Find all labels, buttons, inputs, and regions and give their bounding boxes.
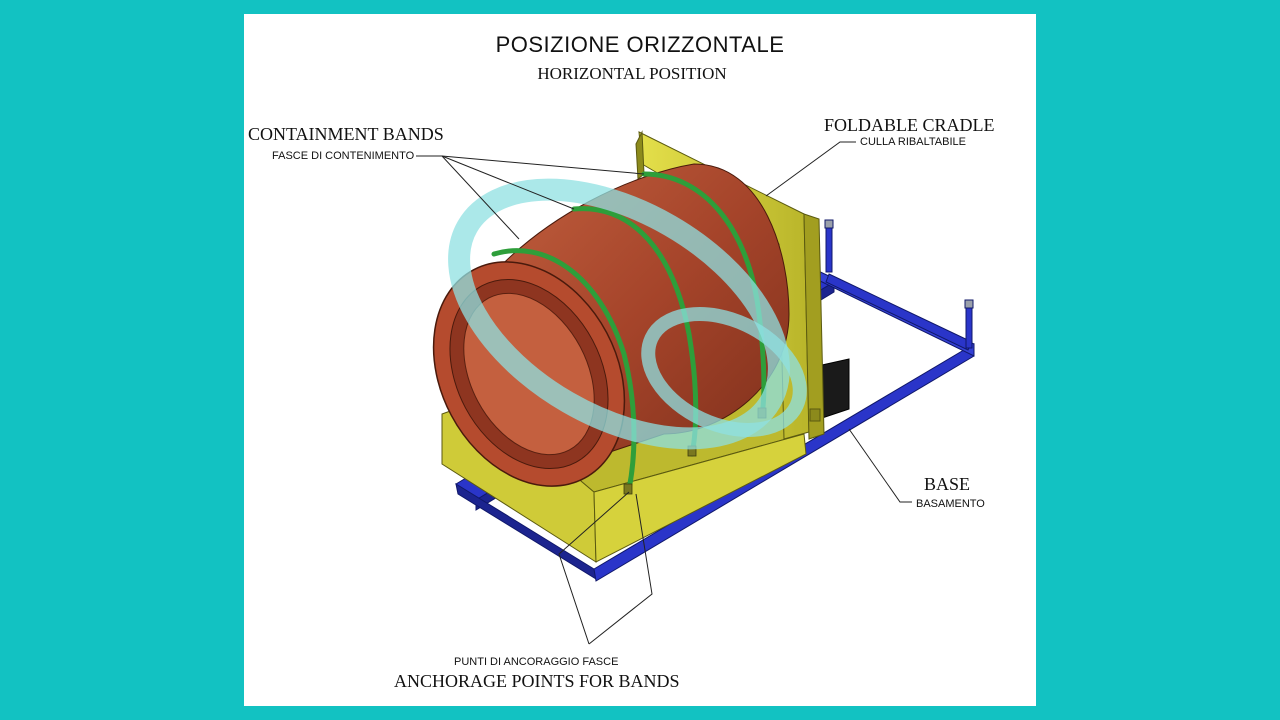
label-foldable-cradle-it: CULLA RIBALTABILE (860, 136, 966, 148)
highlight-rings (448, 178, 807, 450)
diagram-title: POSIZIONE ORIZZONTALE (495, 32, 785, 57)
diagram-slide: POSIZIONE ORIZZONTALE HORIZONTAL POSITIO… (244, 14, 1036, 706)
diagram-subtitle: HORIZONTAL POSITION (537, 64, 727, 83)
equipment-drawing (416, 130, 975, 645)
label-anchorage-points-it: PUNTI DI ANCORAGGIO FASCE (454, 656, 619, 668)
label-base-en: BASE (924, 474, 971, 494)
label-containment-bands-it: FASCE DI CONTENIMENTO (272, 150, 415, 162)
label-foldable-cradle-en: FOLDABLE CRADLE (824, 115, 995, 135)
label-base-it: BASAMENTO (916, 498, 985, 510)
label-anchorage-points-en: ANCHORAGE POINTS FOR BANDS (394, 671, 680, 691)
label-containment-bands-en: CONTAINMENT BANDS (248, 124, 444, 144)
leader-lines (416, 141, 912, 645)
